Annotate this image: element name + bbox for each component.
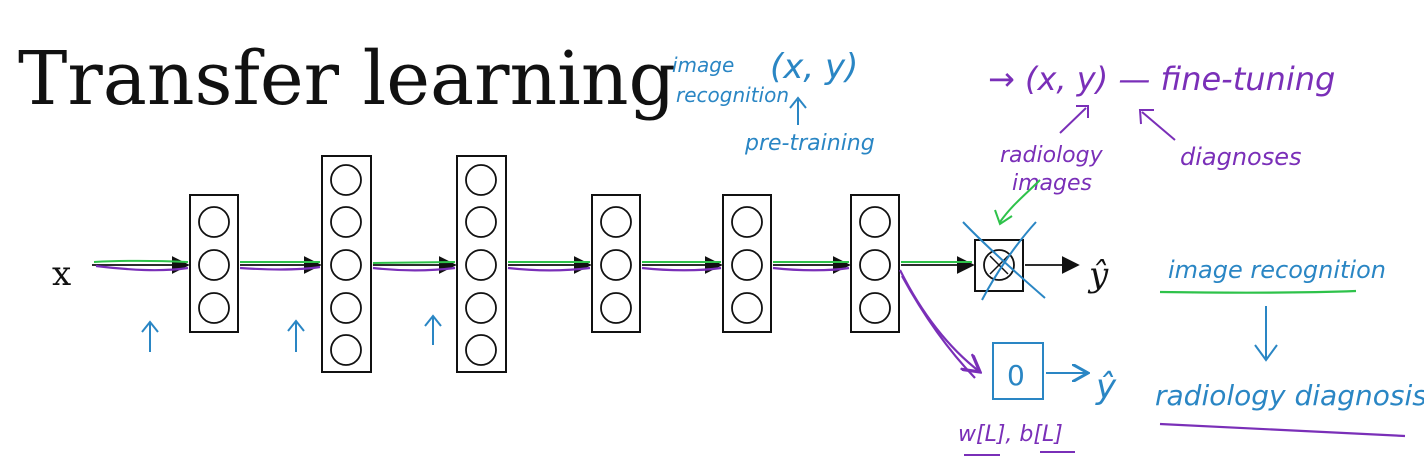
neuron (731, 292, 763, 324)
pretraining-up-arrow (789, 96, 807, 125)
neuron (600, 292, 632, 324)
neuron (731, 206, 763, 238)
layer-4 (591, 194, 641, 333)
neuron (859, 206, 891, 238)
neuron (859, 292, 891, 324)
neuron (465, 206, 497, 238)
neuron (465, 164, 497, 196)
purple-flow (95, 264, 980, 379)
annotation-image-recognition-right: image recognition (1168, 256, 1386, 284)
weights-label: w[L], b[L] (958, 422, 1063, 447)
neuron (330, 334, 362, 366)
transfer-down-arrow (1254, 306, 1278, 362)
annotation-radiology-diagnosis: radiology diagnosis (1155, 379, 1424, 412)
layer-5 (722, 194, 772, 333)
neuron (330, 292, 362, 324)
neuron (330, 206, 362, 238)
slide-title: Transfer learning (18, 36, 676, 122)
new-unit-value: 0 (1007, 359, 1025, 392)
green-down-arrow (994, 179, 1041, 226)
neuron (859, 249, 891, 281)
neuron (465, 292, 497, 324)
annotation-diagnoses: diagnoses (1180, 143, 1302, 171)
green-underline (1159, 289, 1357, 294)
blue-up-arrows (141, 314, 442, 352)
neuron (198, 292, 230, 324)
neuron (731, 249, 763, 281)
cross-out-mark (962, 221, 1046, 301)
neuron (600, 206, 632, 238)
output-y-hat: ŷ (1087, 255, 1109, 295)
radiology-to-x-arrow (1059, 105, 1089, 134)
layer-3 (456, 155, 507, 373)
neuron (198, 206, 230, 238)
diagnoses-to-y-arrow (1138, 109, 1176, 141)
annotation-finetune-pair: → (x, y) — fine-tuning (988, 60, 1335, 98)
neuron (465, 334, 497, 366)
layer-6 (850, 194, 900, 333)
annotation-pretraining: pre-training (744, 131, 875, 156)
new-output-y-hat: ŷ (1095, 367, 1117, 407)
green-flow (93, 259, 972, 264)
neuron (330, 164, 362, 196)
neuron (198, 249, 230, 281)
layer-2 (321, 155, 372, 373)
layer-1 (189, 194, 239, 333)
annotation-pretraining-pair: (x, y) (770, 47, 858, 87)
input-x-label: x (52, 254, 71, 294)
neuron (465, 249, 497, 281)
purple-underline (1159, 422, 1406, 438)
weights-underline (964, 451, 1075, 456)
output-layer-original (974, 239, 1024, 292)
neuron (330, 249, 362, 281)
neuron (600, 249, 632, 281)
new-output-unit: 0 (992, 342, 1088, 400)
